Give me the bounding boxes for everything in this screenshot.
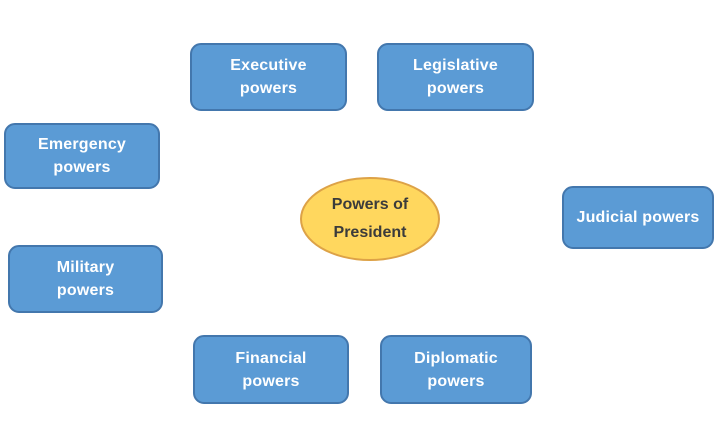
node-label-line: powers xyxy=(239,80,298,97)
node-financial-powers: Financial powers xyxy=(193,335,349,404)
node-label-line: powers xyxy=(242,372,300,390)
node-label-line: Judicial powers xyxy=(576,209,700,226)
node-label-line: powers xyxy=(56,282,115,299)
node-label-line: Financial xyxy=(235,349,307,367)
node-label-line: Executive xyxy=(230,57,307,74)
node-judicial-powers: Judicial powers xyxy=(562,186,714,249)
node-legislative-powers: Legislative powers xyxy=(377,43,534,111)
node-diplomatic-powers: Diplomatic powers xyxy=(380,335,532,404)
node-label-line: powers xyxy=(427,372,485,390)
node-label-line: Military xyxy=(56,259,115,276)
node-label-line: Emergency xyxy=(37,136,127,153)
node-label-line: Legislative xyxy=(413,57,498,74)
node-label-line: powers xyxy=(426,80,485,97)
node-executive-powers: Executive powers xyxy=(190,43,347,111)
node-label-line: Diplomatic xyxy=(414,349,498,367)
node-emergency-powers: Emergency powers xyxy=(4,123,160,189)
node-powers-of-president-center: Powers of President xyxy=(300,177,440,261)
center-label-line: President xyxy=(333,224,407,241)
node-military-powers: Military powers xyxy=(8,245,163,313)
center-label-line: Powers of xyxy=(331,196,409,213)
node-label-line: powers xyxy=(53,159,111,176)
